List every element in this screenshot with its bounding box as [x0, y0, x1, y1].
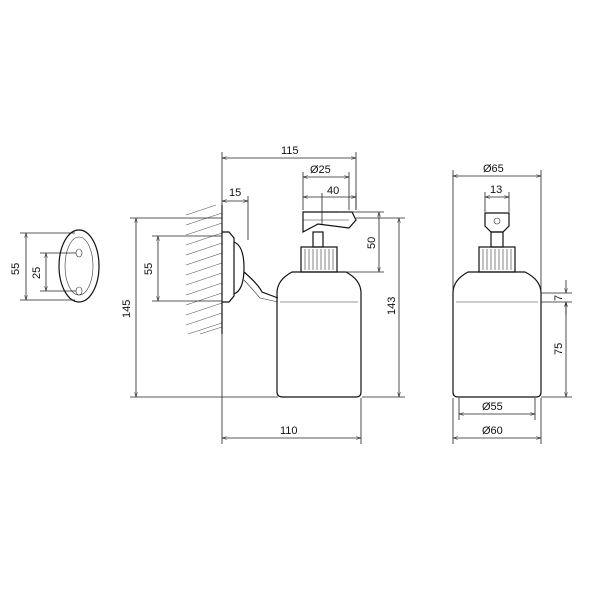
- mount-rosette: [233, 241, 245, 295]
- container-front-view: Ø65 13 7 75 Ø55 Ø60: [452, 163, 572, 444]
- container-height-label: 143: [386, 297, 398, 315]
- front-pump-head: [484, 212, 510, 233]
- pump-head: [302, 211, 357, 233]
- container-body: [276, 271, 362, 398]
- side-body-height-label: 75: [553, 343, 565, 355]
- bracket-height-label: 55: [10, 263, 22, 275]
- front-container-body: [452, 271, 542, 398]
- spout-length-label: 40: [327, 185, 339, 197]
- projection-bottom-label: 110: [280, 425, 298, 437]
- side-pump-width-label: 13: [490, 184, 502, 196]
- bracket-front-view: 55 25: [10, 229, 100, 303]
- wall-hatching: [185, 204, 223, 335]
- pump-diameter-label: Ø25: [310, 164, 331, 176]
- bracket-hole-spacing-label: 25: [31, 267, 43, 279]
- bracket-outer-ellipse: [58, 229, 100, 303]
- pump-height-label: 50: [366, 237, 378, 249]
- wall-offset-label: 15: [229, 187, 241, 199]
- mount-base: [222, 231, 235, 303]
- projection-top-label: 115: [281, 145, 299, 157]
- holder-arm: [243, 271, 279, 299]
- side-view: 115 15 Ø25 40 50 143 145 55: [121, 145, 405, 444]
- bracket-hole-bottom: [75, 286, 83, 296]
- bracket-inner-ellipse: [64, 236, 94, 296]
- side-diameter-top-label: Ø65: [483, 163, 504, 175]
- bracket-hole-top: [75, 248, 83, 258]
- total-height-label: 145: [121, 300, 133, 318]
- side-inner-diameter-label: Ø55: [482, 401, 503, 413]
- front-pump-stem: [490, 231, 504, 248]
- front-pump-collar: [478, 246, 516, 273]
- pump-stem: [312, 231, 324, 248]
- side-base-diameter-label: Ø60: [482, 425, 503, 437]
- side-collar-height-label: 7: [553, 295, 565, 301]
- pump-collar: [300, 246, 338, 273]
- mount-height-label: 55: [143, 263, 155, 275]
